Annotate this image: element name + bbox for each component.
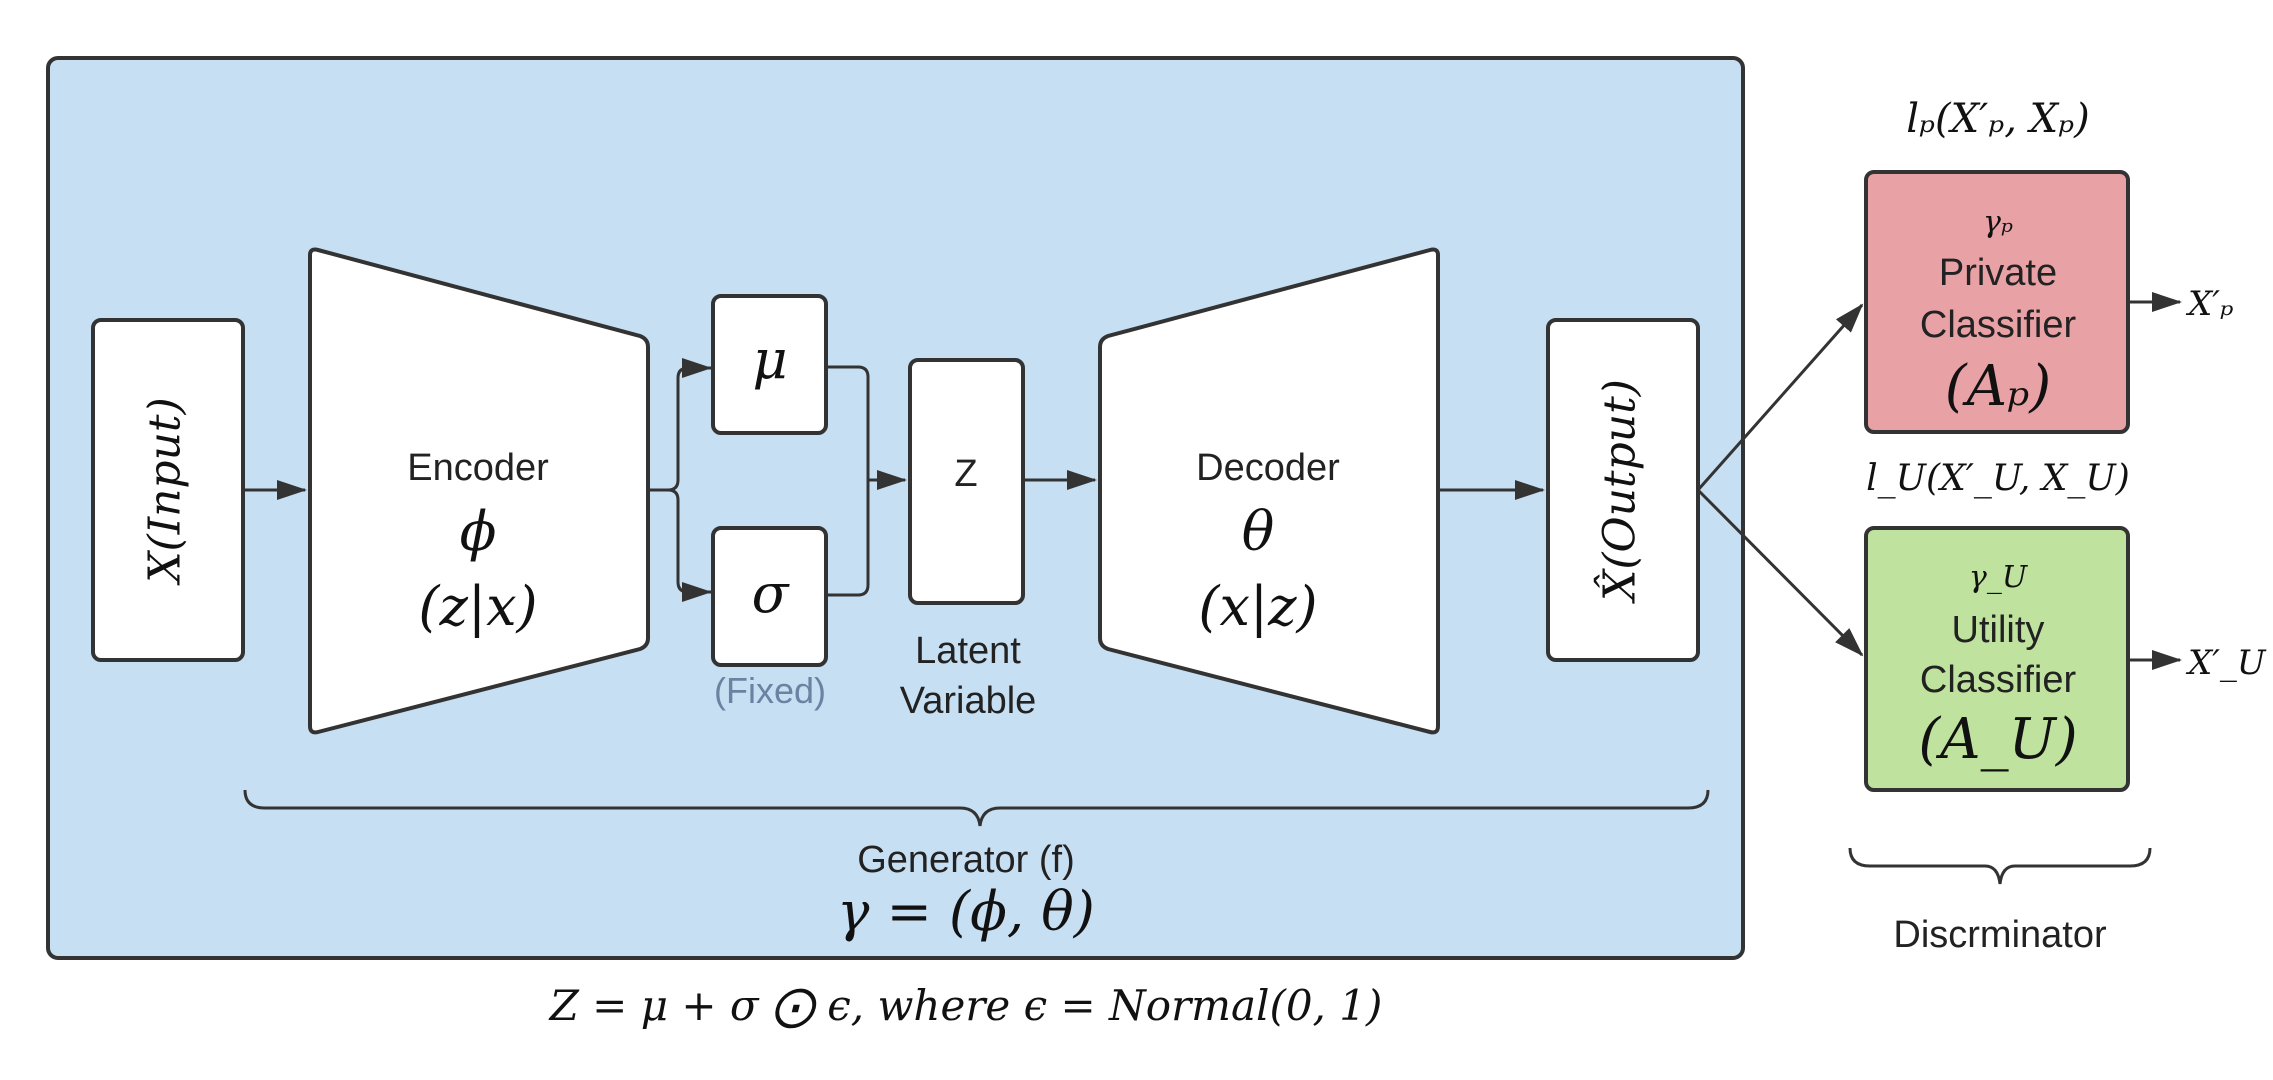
mu-label: μ — [752, 328, 787, 391]
encoder-expression: (z|x) — [418, 575, 537, 638]
utility-line1: Utility — [1952, 609, 2045, 651]
arrow-output-utility — [1696, 488, 1864, 657]
encoder-label: Encoder — [407, 447, 549, 489]
arrow-output-private — [1696, 303, 1864, 491]
private-line2: Classifier — [1920, 304, 2077, 346]
mu-box — [711, 294, 828, 435]
utility-output-label: X′_U — [2185, 643, 2267, 683]
sigma-label: σ — [752, 562, 791, 625]
generator-brace — [243, 789, 1710, 827]
output-label: X̂(Output) — [1592, 379, 1645, 604]
private-name: (Aₚ) — [1945, 354, 2052, 419]
z-caption-line2: Variable — [900, 680, 1037, 722]
generator-formula: γ = (ϕ, θ) — [837, 880, 1095, 943]
z-caption-line1: Latent — [915, 630, 1021, 672]
reparameterization-equation: Z = μ + σ ⨀ ϵ, where ϵ = Normal(0, 1) — [548, 981, 1383, 1030]
input-label: X(Input) — [140, 397, 191, 586]
private-output-label: X′ₚ — [2185, 284, 2234, 324]
utility-loss: l_U(X′_U, X_U) — [1866, 458, 2130, 499]
sigma-note: (Fixed) — [714, 670, 826, 711]
utility-name: (A_U) — [1918, 707, 2077, 772]
generator-label: Generator (f) — [857, 839, 1075, 881]
decoder-label: Decoder — [1196, 447, 1340, 489]
decoder-block — [1098, 247, 1440, 735]
discriminator-label: Discrminator — [1893, 914, 2107, 956]
generator-panel — [46, 56, 1745, 960]
private-loss: lₚ(X′ₚ, Xₚ) — [1906, 96, 2089, 142]
utility-gamma: γ_U — [1969, 560, 2029, 595]
private-gamma: γₚ — [1983, 205, 2013, 240]
decoder-symbol: θ — [1242, 500, 1275, 563]
decoder-expression: (x|z) — [1198, 575, 1317, 638]
private-line1: Private — [1939, 252, 2057, 294]
encoder-block — [308, 247, 650, 735]
discriminator-brace — [1848, 847, 2152, 885]
encoder-symbol: ϕ — [460, 500, 497, 563]
z-label: Z — [954, 453, 977, 495]
utility-line2: Classifier — [1920, 659, 2077, 701]
